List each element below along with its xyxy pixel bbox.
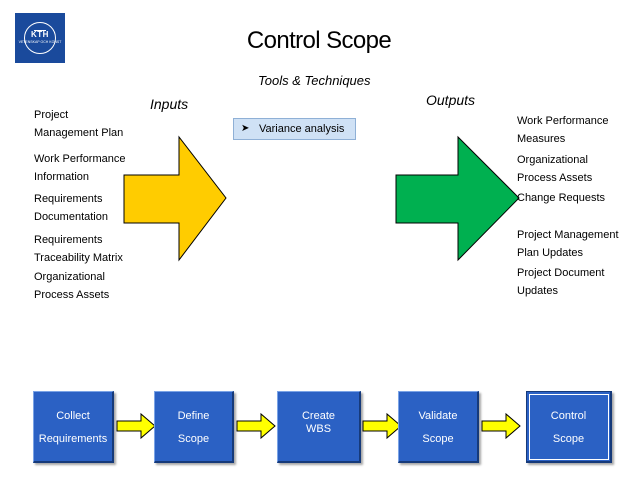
flow-arrow-3 [362, 412, 402, 440]
output-arrow [395, 135, 520, 262]
tools-item-box: ➤ Variance analysis [233, 118, 356, 140]
kth-logo: KTH VETENSKAP OCH KONST [15, 13, 65, 63]
flow-arrow-1 [116, 412, 156, 440]
tools-item-label: Variance analysis [259, 123, 345, 135]
tools-heading: Tools & Techniques [258, 73, 371, 88]
arrow-bullet-icon: ➤ [241, 123, 250, 134]
logo-text: KTH [31, 30, 49, 39]
step-validate-scope: Validate Scope [398, 391, 479, 463]
logo-subtext: VETENSKAP OCH KONST [18, 40, 62, 44]
step-define-scope: Define Scope [154, 391, 234, 463]
inputs-heading: Inputs [150, 96, 189, 112]
step-collect-requirements: Collect Requirements [33, 391, 114, 463]
step-control-scope: Control Scope [526, 391, 612, 463]
flow-arrow-2 [236, 412, 276, 440]
flow-arrow-4 [481, 412, 521, 440]
step-create-wbs: Create WBS [277, 391, 361, 463]
page-title: Control Scope [246, 27, 392, 54]
input-arrow [123, 135, 227, 262]
output-item-3: Change Requests [517, 192, 606, 204]
outputs-heading: Outputs [426, 92, 476, 108]
